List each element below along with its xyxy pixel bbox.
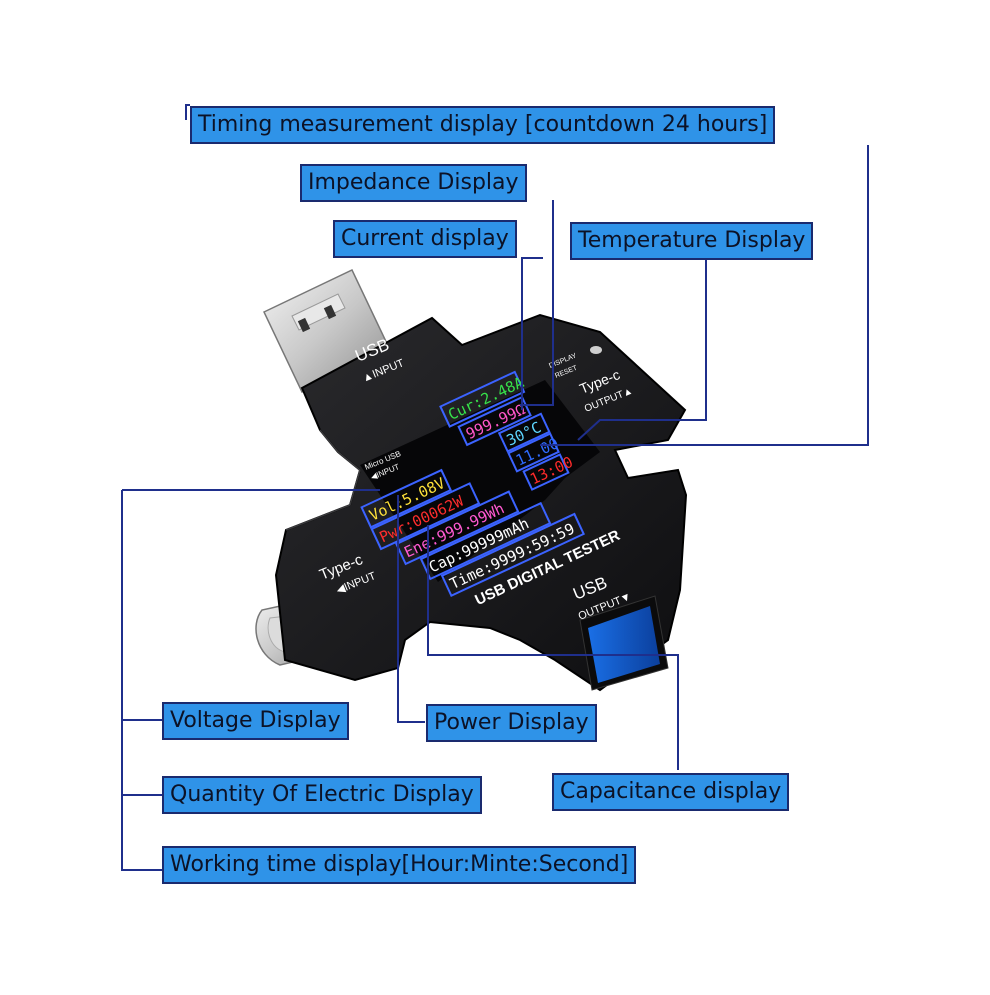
- callout-current: Current display: [333, 220, 517, 258]
- mode-cell-frame: [507, 432, 560, 473]
- timer-cell-frame: [522, 453, 570, 491]
- leader-lines: [121, 104, 869, 871]
- usb-output-port: [579, 595, 669, 691]
- capacity-cell-frame: [419, 501, 552, 581]
- energy-cell-frame: [395, 490, 520, 566]
- power-cell-frame: [370, 482, 481, 551]
- callout-working-time: Working time display[Hour:Minte:Second]: [162, 846, 637, 884]
- callout-capacitance: Capacitance display: [552, 773, 790, 811]
- reset-button-icon[interactable]: [590, 346, 602, 354]
- impedance-cell-frame: [457, 395, 532, 447]
- voltage-cell-frame: [360, 468, 452, 529]
- callout-quantity: Quantity Of Electric Display: [162, 776, 482, 814]
- callout-temperature: Temperature Display: [570, 222, 814, 260]
- temperature-cell-frame: [497, 412, 551, 453]
- callout-voltage: Voltage Display: [162, 702, 349, 740]
- current-cell-frame: [439, 370, 526, 428]
- callout-timing: Timing measurement display [countdown 24…: [190, 106, 776, 144]
- time-cell-frame: [440, 512, 586, 597]
- callout-power: Power Display: [426, 704, 597, 742]
- callout-impedance: Impedance Display: [300, 164, 527, 202]
